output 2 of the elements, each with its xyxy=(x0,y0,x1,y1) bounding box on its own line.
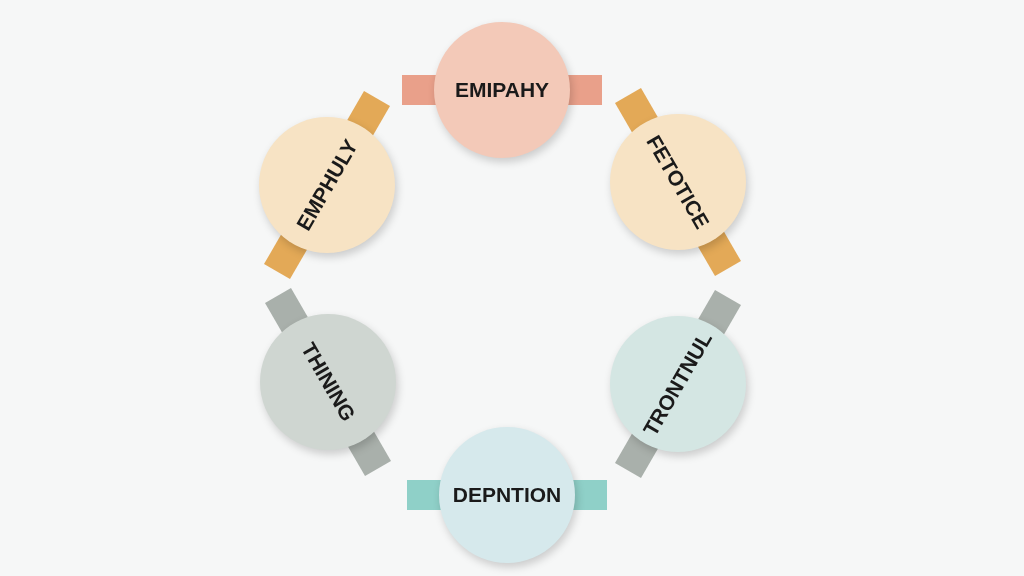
stage-label: DEPNTION xyxy=(452,483,562,507)
stage-label: EMIPAHY xyxy=(454,78,550,102)
